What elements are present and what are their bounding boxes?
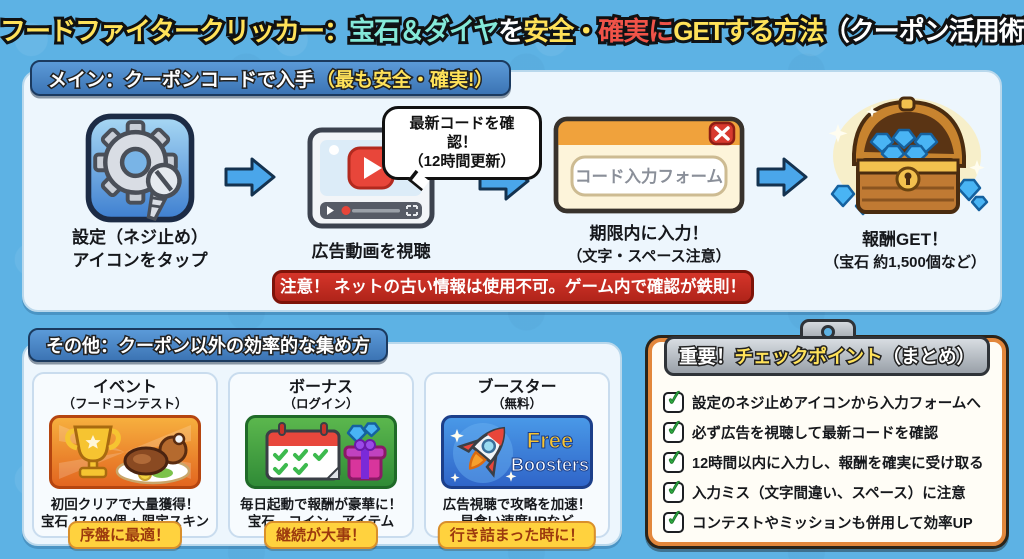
other-header-text: その他：クーポン以外の効率的な集め方 [45, 335, 372, 358]
checklist-item-text: 設定のネジ止めアイコンから入力フォームへ [692, 395, 981, 412]
calendar-gift-icon [245, 415, 397, 489]
title-segment: 宝石＆ダイヤ [346, 13, 502, 49]
arrow-right-icon [756, 157, 808, 197]
card-bonus: ボーナス （ログイン） 毎日起動で報 [228, 372, 414, 549]
speech-bubble: 最新コードを確認！ （12時間更新） [382, 106, 542, 192]
bubble-line2: （12時間更新） [408, 153, 516, 170]
checklist-item-text: 12時間以内に入力し、報酬を確実に受け取る [692, 455, 984, 472]
checkbox-check-icon: ✓ [663, 475, 685, 503]
card-booster-subtitle: （無料） [491, 397, 542, 411]
code-form-icon: コード入力フォーム [553, 116, 745, 214]
main-header-highlight: （最も安全・確実!） [315, 68, 495, 92]
card-booster-line1: 広告視聴で攻略を加速！ [442, 497, 592, 512]
main-section-header: メイン：クーポンコードで入手（最も安全・確実!） [30, 60, 512, 96]
card-event: イベント （フードコンテスト） 初回クリアで大量獲得！ 宝石 17,000個 [32, 372, 218, 549]
checkpoint-header-prefix: 重要！ [677, 345, 735, 369]
rocket-icon: Free Boosters [441, 415, 593, 489]
page-title: フードファイタークリッカー：宝石＆ダイヤを安全・確実にGETする方法（クーポン活… [0, 11, 1024, 49]
step3-caption-line2: （文字・スペース注意） [567, 248, 731, 265]
step3-caption-line1: 期限内に入力！ [589, 224, 709, 243]
card-event-line1: 初回クリアで大量獲得！ [50, 497, 200, 512]
card-booster: ブースター （無料） Free Boosters 広告視聴で攻 [424, 372, 610, 549]
card-booster-tag: 行き詰まった時に！ [437, 521, 597, 549]
checkpoint-header-suffix: （まとめ） [881, 345, 977, 369]
checkbox-check-icon: ✓ [663, 505, 685, 533]
card-bonus-title: ボーナス [288, 379, 353, 396]
step1-caption-line1: 設定（ネジ止め） [72, 228, 208, 247]
free-boosters-text-line1: Free [527, 428, 573, 453]
checklist-item-text: 入力ミス（文字間違い、スペース）に注意 [692, 485, 966, 502]
step3-caption: 期限内に入力！ （文字・スペース注意） [545, 222, 753, 268]
arrow-right-icon [224, 157, 276, 197]
checkbox-check-icon: ✓ [663, 445, 685, 473]
card-bonus-line1: 毎日起動で報酬が豪華に！ [240, 497, 402, 512]
checklist-item: ✓ 入力ミス（文字間違い、スペース）に注意 [663, 475, 1003, 504]
step2-caption-line1: 広告動画を視聴 [311, 242, 431, 261]
title-segment: GETする方法 [670, 13, 827, 49]
checklist-item: ✓ 必ず広告を視聴して最新コードを確認 [663, 415, 1003, 444]
card-bonus-tag: 継続が大事！ [263, 521, 379, 549]
bubble-line1: 最新コードを確認！ [409, 115, 515, 151]
step1-caption-line2: アイコンをタップ [72, 251, 208, 270]
card-event-title: イベント [92, 379, 157, 396]
checkbox-check-icon: ✓ [663, 415, 685, 443]
checklist-item: ✓ コンテストやミッションも併用して効率UP [663, 505, 1003, 534]
checkpoint-header: 重要！ チェックポイント（まとめ） [664, 336, 990, 376]
close-icon[interactable] [714, 126, 730, 141]
card-booster-title: ブースター [477, 379, 557, 396]
title-segment: を [495, 13, 527, 49]
title-segment: （クーポン活用術） [821, 13, 1024, 49]
checkbox-check-icon: ✓ [663, 385, 685, 413]
main-header-text: メイン：クーポンコードで入手 [46, 68, 315, 92]
step4-caption-line1: 報酬GET！ [862, 230, 948, 249]
title-segment: 安全・ [520, 13, 602, 49]
checklist-item-text: 必ず広告を視聴して最新コードを確認 [692, 425, 939, 442]
checklist-item-text: コンテストやミッションも併用して効率UP [692, 515, 973, 532]
trophy-food-icon [49, 415, 201, 489]
step4-caption-line2: （宝石 約1,500個など） [824, 254, 986, 271]
treasure-chest-icon [828, 96, 989, 216]
card-bonus-subtitle: （ログイン） [283, 397, 359, 411]
step1-caption: 設定（ネジ止め） アイコンをタップ [30, 226, 250, 272]
checkpoint-header-highlight: チェックポイント [733, 345, 884, 369]
title-segment: フードファイタークリッカー： [0, 13, 353, 49]
checklist-item: ✓ 設定のネジ止めアイコンから入力フォームへ [663, 385, 1003, 414]
checklist-item: ✓ 12時間以内に入力し、報酬を確実に受け取る [663, 445, 1003, 474]
step2-caption: 広告動画を視聴 [286, 240, 456, 263]
warning-banner: 注意！ ネットの古い情報は使用不可。ゲーム内で確認が鉄則！ [272, 270, 754, 304]
card-event-subtitle: （フードコンテスト） [62, 397, 188, 411]
free-boosters-text-line2: Boosters [511, 455, 589, 475]
step4-caption: 報酬GET！ （宝石 約1,500個など） [805, 228, 1005, 274]
gear-screw-icon [85, 113, 195, 223]
code-input-text: コード入力フォーム [575, 166, 723, 186]
code-input-field[interactable]: コード入力フォーム [570, 155, 728, 197]
card-event-tag: 序盤に最適！ [67, 521, 183, 549]
title-segment: 確実に [595, 13, 677, 49]
other-section-header: その他：クーポン以外の効率的な集め方 [28, 328, 388, 362]
